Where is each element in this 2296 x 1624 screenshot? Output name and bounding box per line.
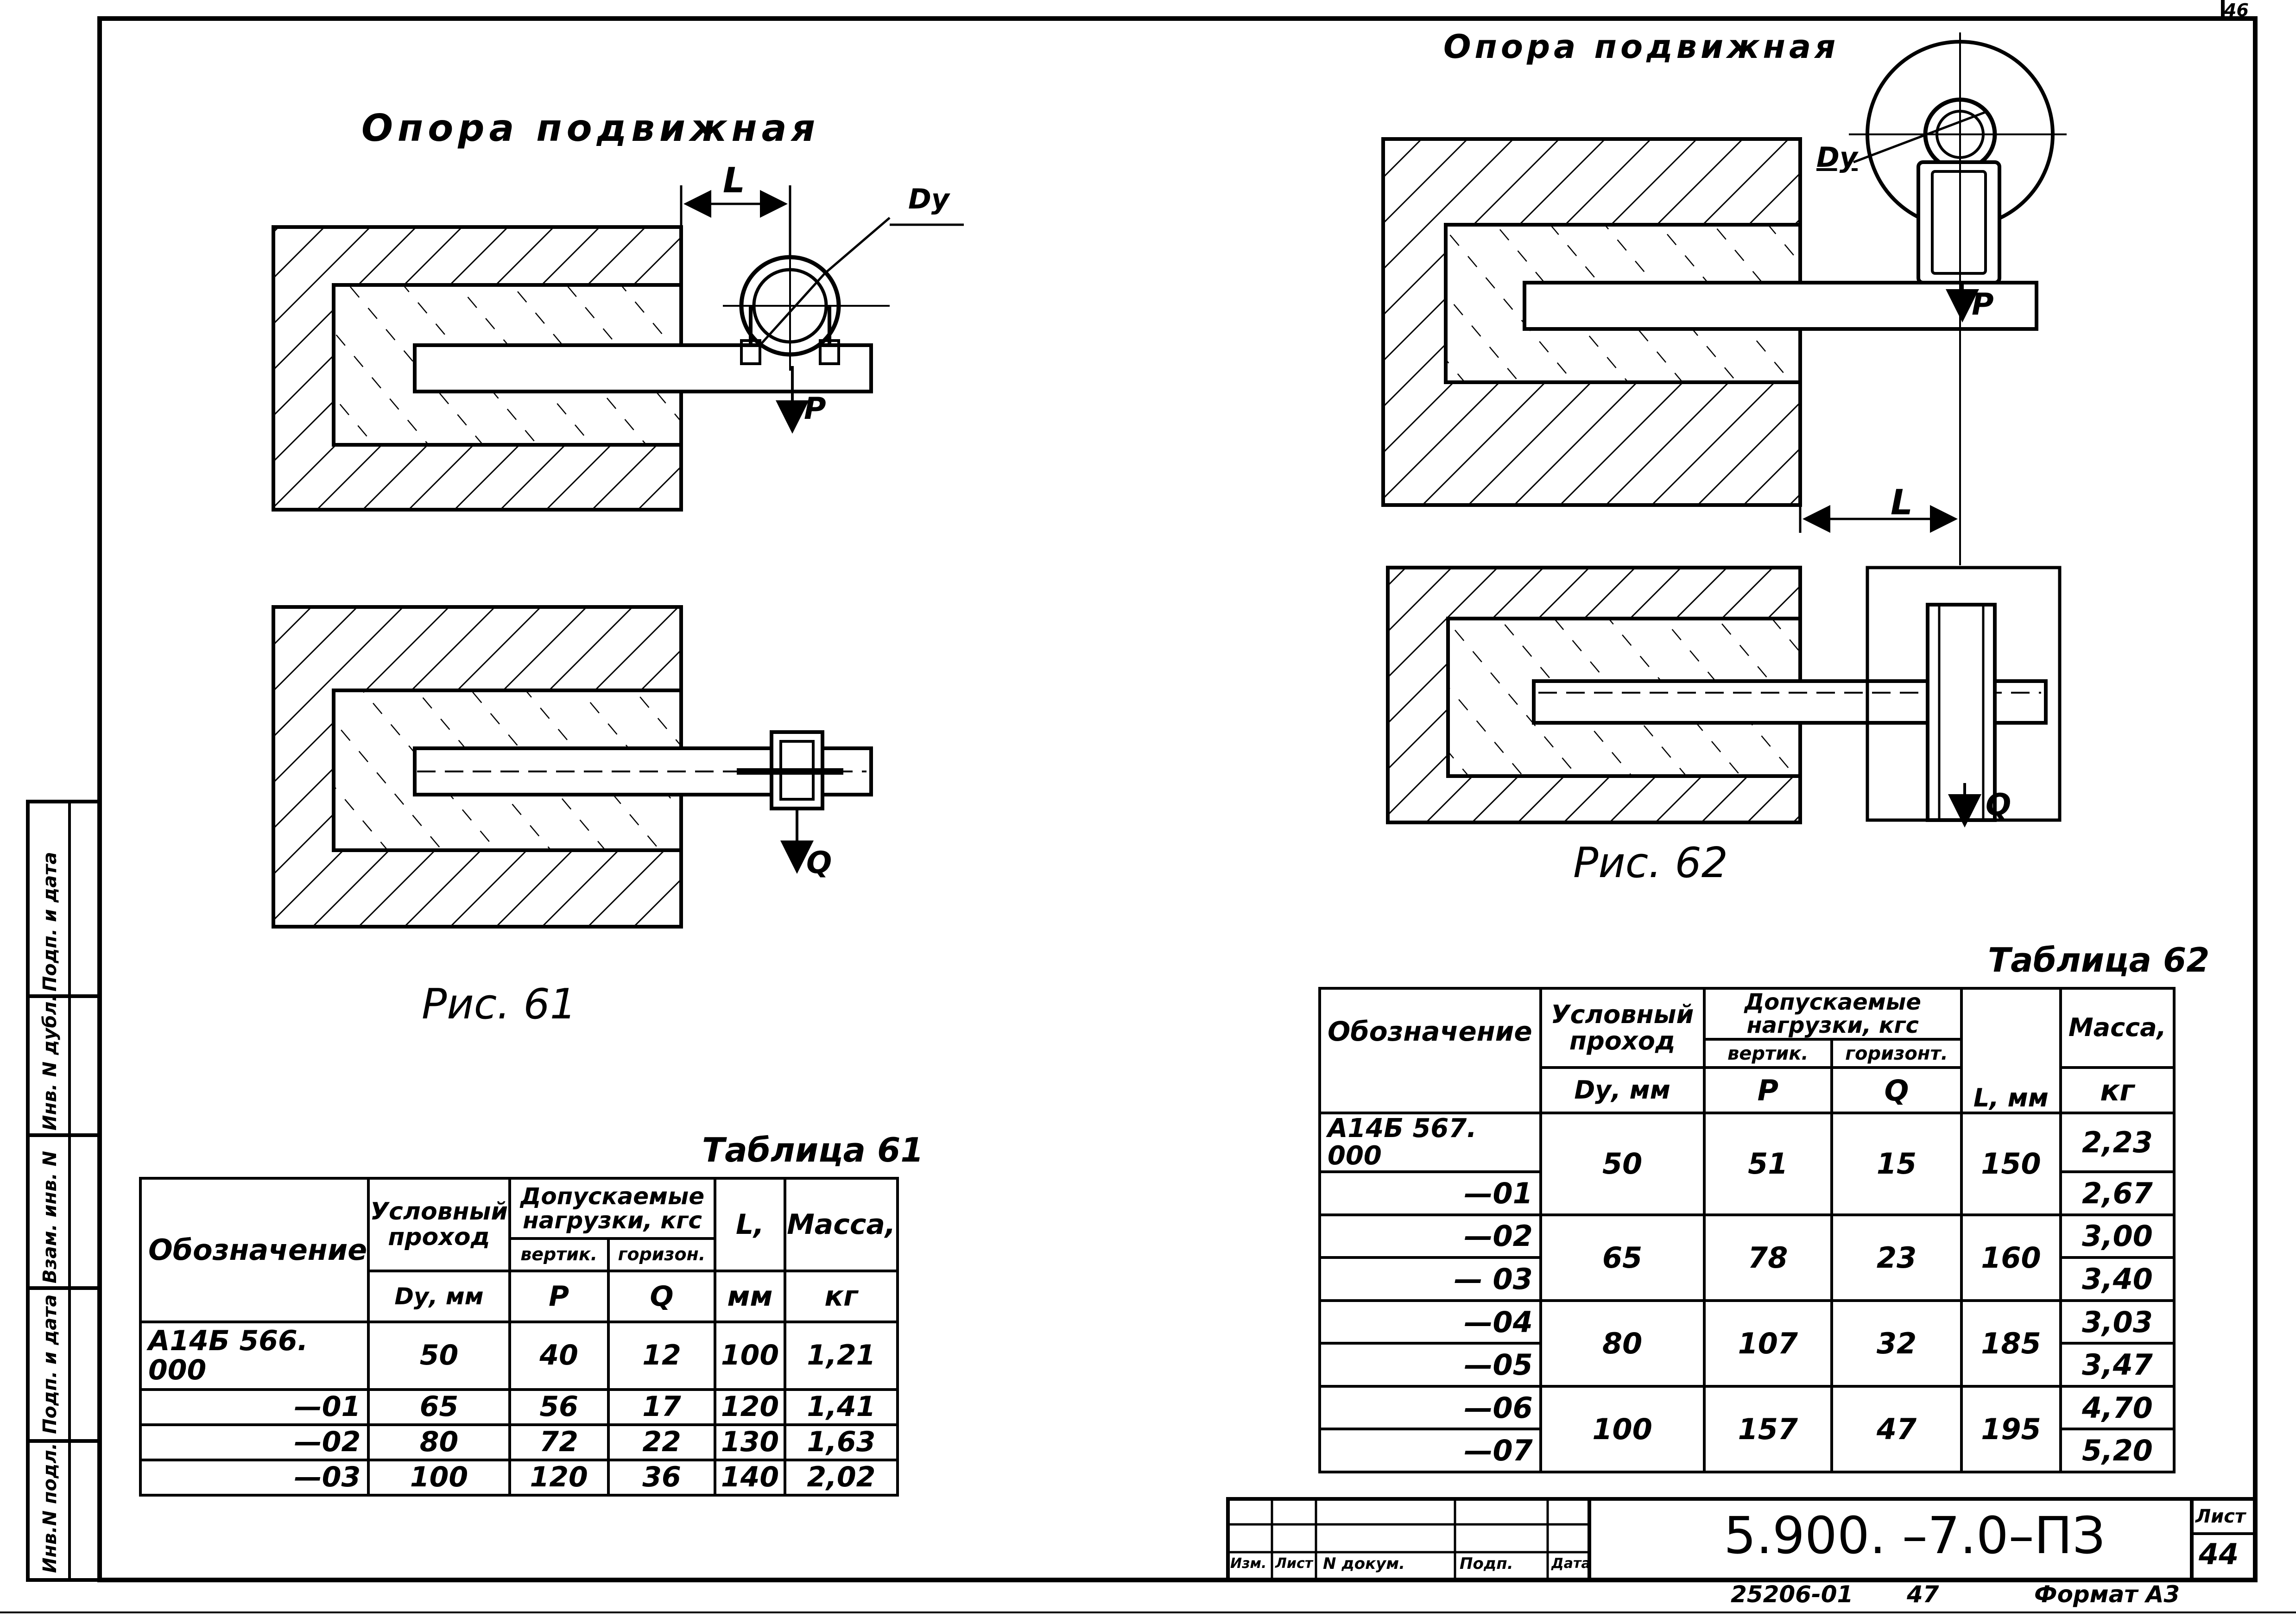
stamp-field-inv-dup: Инв. N дубл.	[39, 994, 61, 1131]
sheet-number: 46	[2224, 0, 2249, 20]
table-row: —01 65 56 17 120 1,41	[139, 1388, 899, 1426]
tb-sheet-value: 44	[2199, 1537, 2239, 1571]
t62-h-mass: Масса,	[2059, 986, 2176, 1069]
table61-title: Таблица 61	[702, 1131, 924, 1169]
fig61-label-l: L	[723, 160, 745, 201]
fig61-label-q: Q	[806, 846, 832, 880]
t61-h-l: L,	[714, 1177, 786, 1272]
t61-h-q: Q	[607, 1270, 717, 1323]
fig61-plan-view	[272, 605, 873, 929]
table-row: —07 5,20	[1318, 1428, 2176, 1473]
table-row: —02 80 72 22 130 1,63	[139, 1423, 899, 1461]
t61-h-dn: Условный проход	[367, 1177, 511, 1272]
table-row: —04 80 107 32 185 3,03	[1318, 1299, 2176, 1388]
t61-h-dn-unit: Dу, мм	[367, 1270, 511, 1323]
tb-col-sign: Подп.	[1460, 1554, 1513, 1573]
tb-sheet-label: Лист	[2195, 1506, 2246, 1527]
fig61-label-dy: Dу	[908, 183, 949, 215]
t62-h-designation: Обозначение	[1318, 986, 1542, 1115]
table-row: —05 3,47	[1318, 1342, 2176, 1388]
stamp-field-sign-date-2: Подп. и дата	[39, 852, 61, 992]
t62-h-dn: Условный проход	[1539, 986, 1706, 1069]
t62-h-mass-unit: кг	[2059, 1066, 2176, 1115]
tb-col-sheet: Лист	[1275, 1555, 1313, 1572]
fig62-label-dy: Dу	[1816, 141, 1858, 174]
doc-number: 5.900. –7.0–ПЗ	[1724, 1506, 2106, 1565]
t61-h-designation: Обозначение	[139, 1177, 370, 1323]
table-row: А14Б 566. 000 50 40 12 100 1,21	[139, 1321, 899, 1391]
t62-h-vert: вертик.	[1702, 1037, 1834, 1069]
fig61-top-view	[272, 185, 964, 512]
t62-h-loads: Допускаемые нагрузки, кгс	[1702, 987, 1963, 1041]
t61-h-p: P	[508, 1270, 610, 1323]
fig61-label-p: P	[804, 392, 826, 426]
table-row: —06 100 157 47 195 4,70	[1318, 1384, 2176, 1474]
table62: Обозначение Условный проход Допускаемые …	[1318, 986, 2176, 1474]
t61-h-mass-unit: кг	[783, 1270, 899, 1323]
sheet-frame	[97, 16, 2258, 1582]
table-row: —02 65 78 23 160 3,00	[1318, 1213, 2176, 1302]
t62-h-p: P	[1702, 1066, 1834, 1115]
bottom-code: 25206-01	[1731, 1581, 1853, 1608]
table-row: А14Б 567. 000 50 51 15 150 2,23	[1318, 1112, 2176, 1216]
t62-h-l: L, мм	[1960, 986, 2062, 1115]
t61-h-horiz: горизон.	[607, 1237, 717, 1272]
paper-format: Формат А3	[2034, 1581, 2180, 1608]
table-row: —01 2,67	[1318, 1170, 2176, 1216]
table-row: — 03 3,40	[1318, 1256, 2176, 1302]
fig62-plan-view	[1386, 566, 2062, 828]
tb-col-docno: N докум.	[1323, 1554, 1405, 1573]
fig61-title: Опора подвижная	[361, 107, 820, 150]
table-row: —03 100 120 36 140 2,02	[139, 1458, 899, 1497]
fig62-label-p: P	[1972, 287, 1994, 322]
t61-h-vert: вертик.	[508, 1237, 610, 1272]
table61: Обозначение Условный проход Допускаемые …	[139, 1177, 899, 1497]
t62-h-q: Q	[1830, 1066, 1963, 1115]
fig62-side-view	[1381, 32, 2067, 565]
t61-h-l-unit: мм	[714, 1270, 786, 1323]
t61-h-loads: Допускаемые нагрузки, кгс	[508, 1177, 717, 1240]
tb-col-rev: Изм.	[1230, 1555, 1267, 1572]
title-block-grid	[1226, 1497, 2257, 1582]
t62-h-horiz: горизонт.	[1830, 1037, 1963, 1069]
fig62-label-q: Q	[1986, 788, 2011, 822]
fig62-label-l: L	[1891, 482, 1913, 523]
tb-col-date: Дата	[1551, 1555, 1591, 1572]
stamp-field-sign-date-1: Подп. и дата	[39, 1294, 61, 1434]
fig61-caption: Рис. 61	[422, 980, 576, 1029]
bottom-page: 47	[1907, 1581, 1939, 1608]
t62-h-dn-unit: Dу, мм	[1539, 1066, 1706, 1115]
stamp-field-replaced-inv: Взам. инв. N	[39, 1150, 61, 1283]
fig62-title: Опора подвижная	[1443, 28, 1840, 66]
t61-h-mass: Масса,	[783, 1177, 899, 1272]
table62-title: Таблица 62	[1988, 941, 2210, 979]
stamp-field-inv-orig: Инв.N подл.	[39, 1443, 61, 1573]
fig62-caption: Рис. 62	[1573, 839, 1728, 887]
